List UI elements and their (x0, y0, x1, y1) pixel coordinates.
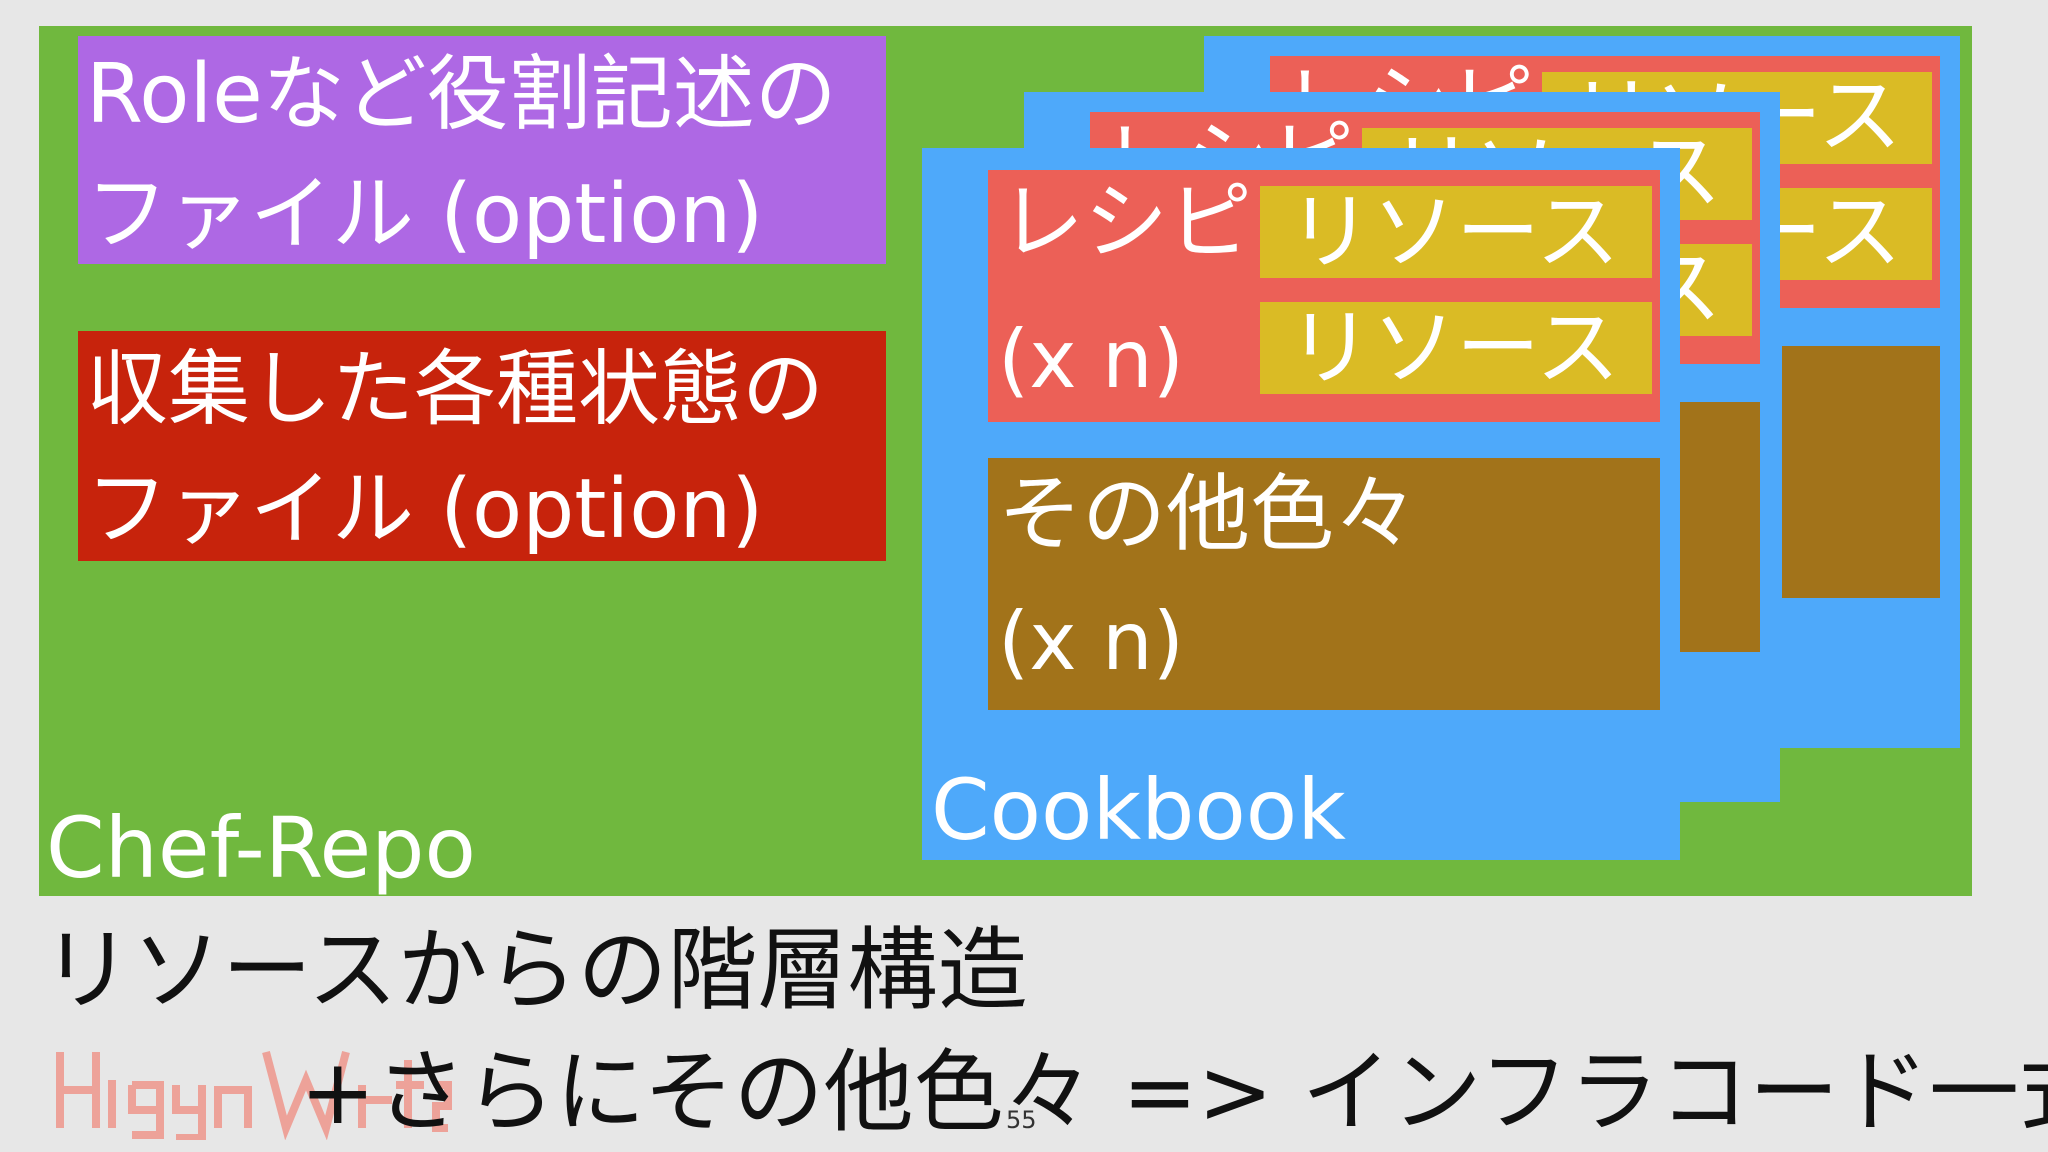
state-file-line2: ファイル (option) (86, 462, 764, 557)
role-file-line1: Roleなど役割記述の (86, 47, 837, 142)
recipe-label: レシピ (1000, 173, 1253, 271)
cookbook-front: レシピ (x n) リソース リソース その他色々 (x n) (922, 148, 1680, 860)
other-box: その他色々 (x n) (988, 458, 1660, 710)
recipe-box: レシピ (x n) リソース リソース (988, 170, 1660, 422)
logo-icon (56, 1050, 452, 1140)
other-count: (x n) (998, 595, 1184, 688)
caption-line2: +さらにその他色々 => インフラコード一式 (300, 1040, 2048, 1145)
caption-line1: リソースからの階層構造 (42, 918, 1028, 1023)
state-file-box: 収集した各種状態の ファイル (option) (78, 331, 886, 561)
resource-label-1: リソース (1288, 183, 1620, 281)
state-file-line1: 収集した各種状態の (86, 342, 825, 437)
other-back-3 (1782, 346, 1940, 598)
role-file-box: Roleなど役割記述の ファイル (option) (78, 36, 886, 264)
other-label: その他色々 (998, 465, 1419, 563)
chef-repo-label: Chef-Repo (46, 799, 476, 897)
role-file-line2: ファイル (option) (86, 167, 764, 262)
cookbook-label: Cookbook (931, 761, 1346, 859)
resource-label-2: リソース (1288, 299, 1620, 397)
resource-box-2: リソース (1260, 302, 1652, 394)
recipe-count: (x n) (998, 313, 1184, 406)
page-number: 55 (1006, 1106, 1037, 1134)
resource-box-1: リソース (1260, 186, 1652, 278)
